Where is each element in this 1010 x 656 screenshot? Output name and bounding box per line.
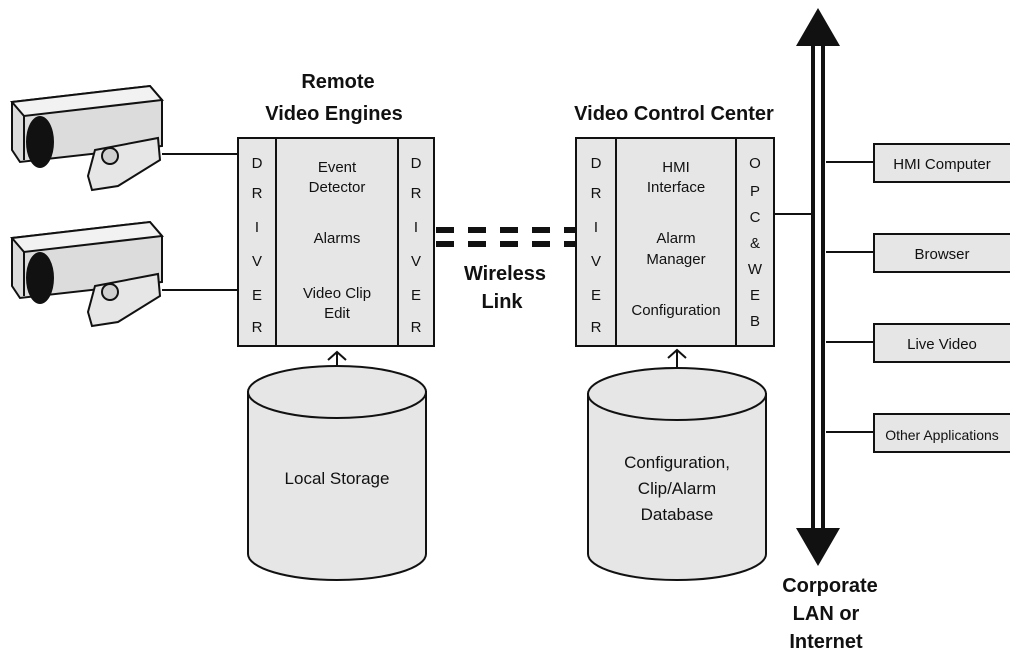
svg-text:I: I <box>255 219 259 236</box>
svg-text:V: V <box>411 253 421 270</box>
local-storage-label: Local Storage <box>285 469 390 488</box>
svg-text:O: O <box>749 155 761 172</box>
remote-title-line2: Video Engines <box>265 103 402 125</box>
svg-text:E: E <box>591 287 601 304</box>
client-box-hmi-computer <box>873 143 1010 183</box>
hmi-interface-line1: HMI <box>662 159 690 176</box>
client-box-other-applications <box>873 413 1010 453</box>
local-storage-cylinder <box>247 365 427 581</box>
svg-text:D: D <box>252 155 263 172</box>
lan-backbone-arrow <box>796 8 840 566</box>
svg-text:E: E <box>411 287 421 304</box>
security-camera-icon <box>10 84 164 192</box>
video-clip-line2: Edit <box>324 305 351 322</box>
svg-text:C: C <box>750 209 761 226</box>
svg-text:&: & <box>750 235 760 252</box>
remote-driver-left: D R I V E R <box>252 155 263 336</box>
svg-text:R: R <box>252 319 263 336</box>
remote-driver-right: D R I V E R <box>411 155 422 336</box>
alarms-label: Alarms <box>314 230 361 247</box>
control-database-cylinder <box>587 367 767 581</box>
svg-text:R: R <box>411 319 422 336</box>
network-label-line3: Internet <box>789 631 863 653</box>
client-other-applications-label: Other Applications <box>885 427 999 443</box>
control-opc-web-column: O P C & W E B <box>748 155 763 330</box>
alarm-manager-line1: Alarm <box>656 230 695 247</box>
database-label-line1: Configuration, <box>624 453 730 472</box>
control-driver-column: D R I V E R <box>591 155 602 336</box>
event-detector-line2: Detector <box>309 179 366 196</box>
svg-text:V: V <box>591 253 601 270</box>
hmi-interface-line2: Interface <box>647 179 705 196</box>
wireless-label-line2: Link <box>481 291 523 313</box>
svg-text:D: D <box>591 155 602 172</box>
configuration-label: Configuration <box>631 302 720 319</box>
svg-text:R: R <box>591 319 602 336</box>
client-box-browser <box>873 233 1010 273</box>
client-hmi-computer-label: HMI Computer <box>893 156 991 173</box>
svg-text:D: D <box>411 155 422 172</box>
svg-text:E: E <box>252 287 262 304</box>
network-label-line2: LAN or <box>793 603 860 625</box>
client-box-live-video <box>873 323 1010 363</box>
wireless-link-dashes <box>436 227 578 247</box>
svg-text:I: I <box>594 219 598 236</box>
control-title: Video Control Center <box>574 103 774 125</box>
video-clip-line1: Video Clip <box>303 285 371 302</box>
svg-text:P: P <box>750 183 760 200</box>
svg-text:W: W <box>748 261 763 278</box>
svg-text:R: R <box>252 185 263 202</box>
wireless-label-line1: Wireless <box>464 263 546 285</box>
svg-text:R: R <box>411 185 422 202</box>
client-live-video-label: Live Video <box>907 336 977 353</box>
database-label-line3: Database <box>641 505 714 524</box>
database-label-line2: Clip/Alarm <box>638 479 716 498</box>
svg-text:V: V <box>252 253 262 270</box>
svg-text:R: R <box>591 185 602 202</box>
client-browser-label: Browser <box>914 246 969 263</box>
svg-text:B: B <box>750 313 760 330</box>
remote-engine-box <box>237 137 435 347</box>
network-label-line1: Corporate <box>782 575 878 597</box>
security-camera-icon <box>10 220 164 328</box>
alarm-manager-line2: Manager <box>646 251 705 268</box>
event-detector-line1: Event <box>318 159 357 176</box>
control-center-box <box>575 137 775 347</box>
remote-title-line1: Remote <box>301 71 374 93</box>
svg-text:I: I <box>414 219 418 236</box>
svg-text:E: E <box>750 287 760 304</box>
